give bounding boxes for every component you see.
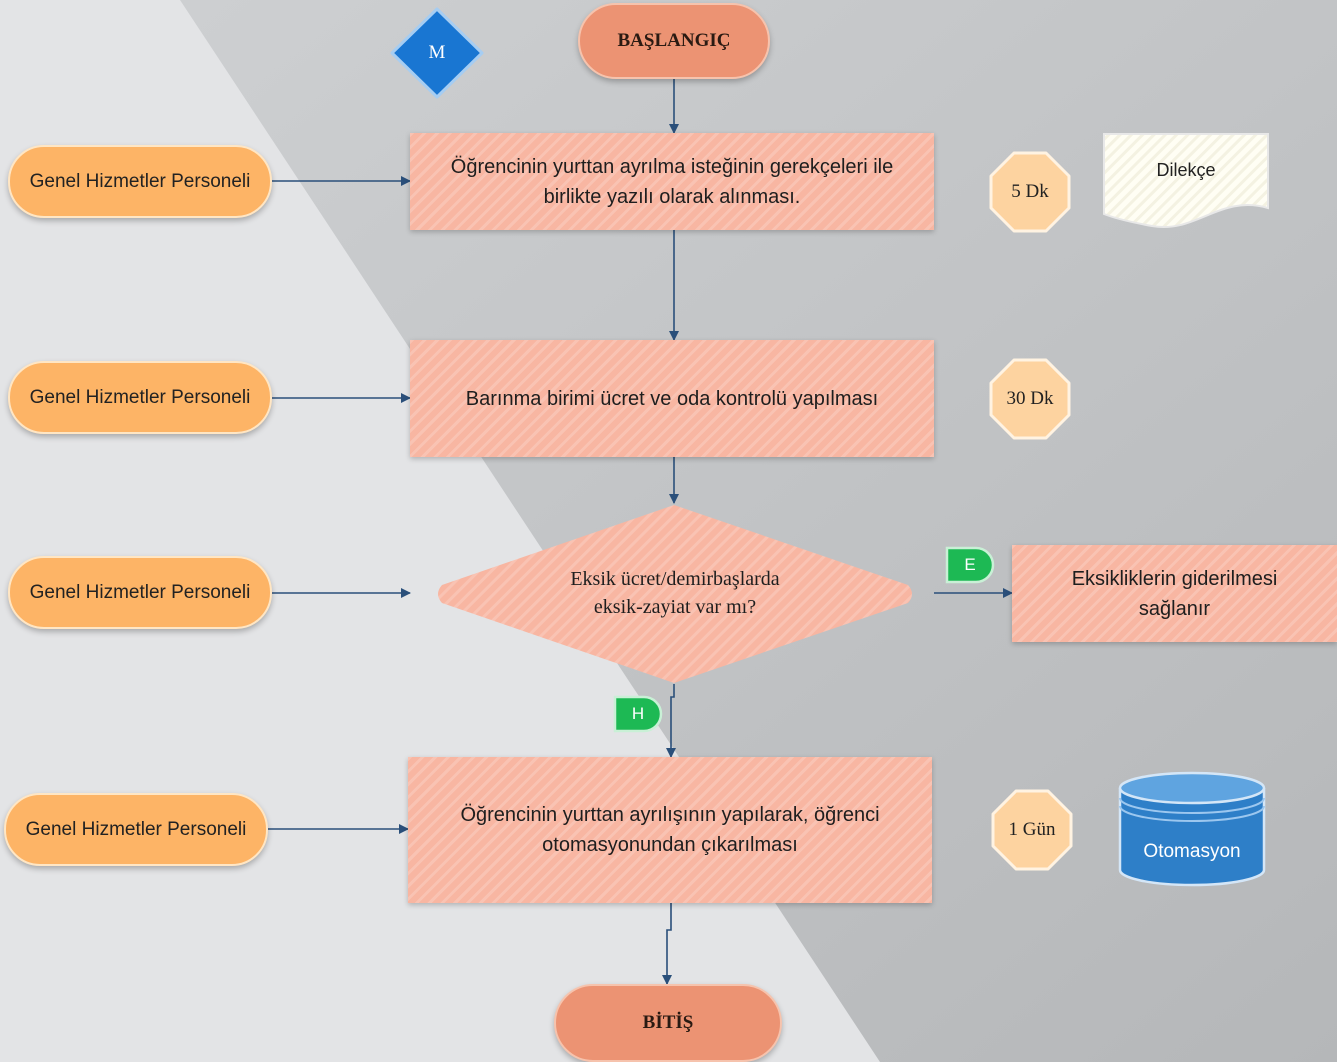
decision-line2: eksik-zayiat var mı?	[593, 596, 757, 618]
document-label: Dilekçe	[1156, 159, 1216, 180]
marker-label: M	[428, 42, 446, 63]
remedy-box: Eksikliklerin giderilmesi sağlanır	[1012, 545, 1337, 642]
start-terminal: BAŞLANGIÇ	[578, 3, 770, 79]
end-label: BİTİŞ	[642, 1012, 694, 1033]
process-step-1-line2: birlikte yazılı olarak alınması.	[543, 185, 801, 208]
actor-box: Genel Hizmetler Personeli	[8, 361, 272, 434]
process-step-3-line2: otomasyonundan çıkarılması	[542, 834, 798, 856]
process-step-1-line1: Öğrencinin yurttan ayrılma isteğinin ger…	[450, 155, 894, 178]
process-step-2: Barınma birimi ücret ve oda kontrolü yap…	[410, 340, 934, 457]
actor-box: Genel Hizmetler Personeli	[8, 556, 272, 629]
remedy-line2: sağlanır	[1138, 597, 1211, 620]
yes-label: E	[964, 555, 976, 574]
duration-octagon	[991, 789, 1073, 871]
duration-octagon	[989, 358, 1071, 440]
actor-label: Genel Hizmetler Personeli	[29, 386, 251, 408]
database-icon	[1118, 771, 1266, 887]
decision-text: Eksik ücret/demirbaşlarda eksik-zayiat v…	[530, 553, 820, 633]
duration-label: 30 Dk	[1006, 388, 1054, 409]
duration-label: 1 Gün	[1008, 819, 1056, 840]
no-label: H	[631, 704, 645, 723]
process-step-3-line1: Öğrencinin yurttan ayrılışının yapılarak…	[460, 804, 880, 826]
actor-box: Genel Hizmetler Personeli	[4, 793, 268, 866]
actor-label: Genel Hizmetler Personeli	[29, 581, 251, 603]
actor-label: Genel Hizmetler Personeli	[29, 170, 251, 192]
end-terminal: BİTİŞ	[554, 984, 782, 1062]
start-label: BAŞLANGIÇ	[617, 30, 731, 51]
marker-diamond	[390, 7, 484, 99]
decision-line1: Eksik ücret/demirbaşlarda	[570, 568, 780, 590]
remedy-line1: Eksikliklerin giderilmesi	[1071, 567, 1278, 590]
process-step-3: Öğrencinin yurttan ayrılışının yapılarak…	[408, 757, 932, 903]
document-shape	[1103, 133, 1269, 229]
decision-diamond	[438, 505, 912, 683]
process-step-2-line1: Barınma birimi ücret ve oda kontrolü yap…	[465, 387, 879, 410]
connector-step3-to-end	[662, 903, 672, 985]
yes-badge	[945, 546, 995, 584]
connector-decision-no	[666, 684, 676, 758]
actor-box: Genel Hizmetler Personeli	[8, 145, 272, 218]
actor-label: Genel Hizmetler Personeli	[25, 818, 247, 840]
no-badge	[613, 695, 663, 733]
duration-label: 5 Dk	[1011, 181, 1049, 202]
duration-octagon	[989, 151, 1071, 233]
database-label: Otomasyon	[1143, 841, 1241, 862]
process-step-1: Öğrencinin yurttan ayrılma isteğinin ger…	[410, 133, 934, 230]
